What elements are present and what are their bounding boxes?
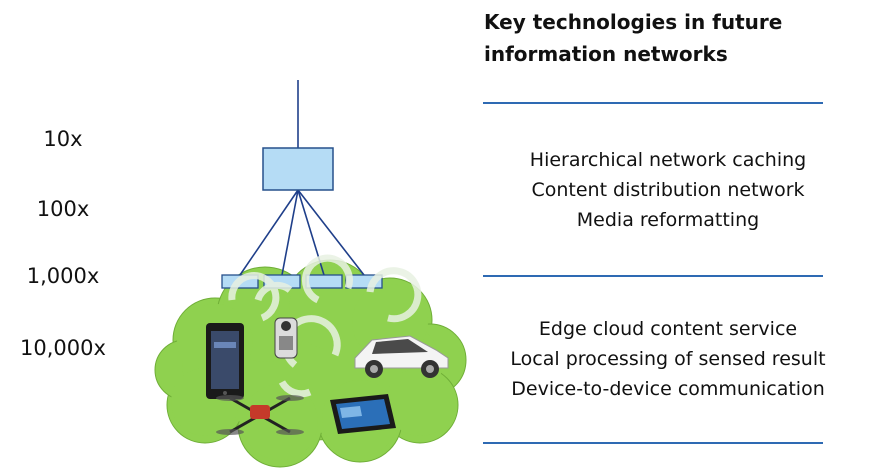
tech-item: Hierarchical network caching (529, 149, 807, 171)
car-icon (354, 335, 449, 378)
refresh-arrows-icon (228, 254, 422, 398)
title-line-1: Key technologies in future (484, 10, 783, 34)
core-cache-node (262, 147, 334, 191)
tech-item: Media reformatting (576, 209, 760, 231)
divider-2 (483, 275, 823, 277)
scale-label-100x: 100x (36, 197, 90, 221)
tech-item: Content distribution network (531, 179, 805, 201)
divider-1 (483, 102, 823, 104)
edge-node-3 (305, 274, 343, 289)
page-title: Key technologies in future information n… (484, 6, 864, 70)
smartphone-icon (206, 323, 244, 399)
title-line-2: information networks (484, 42, 728, 66)
divider-3 (483, 442, 823, 444)
tech-group-edge: Edge cloud content service Local process… (466, 314, 870, 404)
scale-label-10000x: 10,000x (20, 336, 106, 360)
tech-item: Device-to-device communication (511, 378, 825, 400)
tech-group-caching: Hierarchical network caching Content dis… (466, 145, 870, 235)
robot-icon (274, 317, 298, 359)
tech-item: Edge cloud content service (538, 318, 798, 340)
drone-icon (216, 395, 304, 435)
scale-label-10x: 10x (43, 127, 83, 151)
tech-item: Local processing of sensed result (510, 348, 826, 370)
tablet-icon (330, 394, 396, 434)
scale-label-1000x: 1,000x (26, 264, 100, 288)
